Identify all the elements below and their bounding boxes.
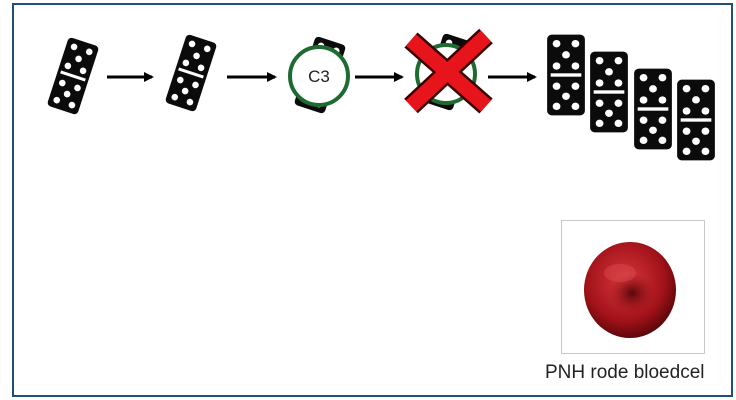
c3-domino-group: C3	[290, 36, 348, 114]
domino-icon	[590, 52, 628, 133]
domino-cascade	[547, 35, 715, 161]
domino-icon	[634, 69, 672, 150]
red-blood-cell-card	[561, 220, 705, 354]
domino-icon	[47, 37, 100, 115]
red-blood-cell-icon	[562, 221, 704, 353]
domino-icon	[547, 35, 585, 116]
cell-caption: PNH rode bloedcel	[545, 362, 735, 384]
domino-icon	[677, 80, 715, 161]
c3-label: C3	[308, 67, 330, 86]
domino-icon	[165, 34, 218, 112]
blocked-c3-group	[411, 33, 486, 111]
